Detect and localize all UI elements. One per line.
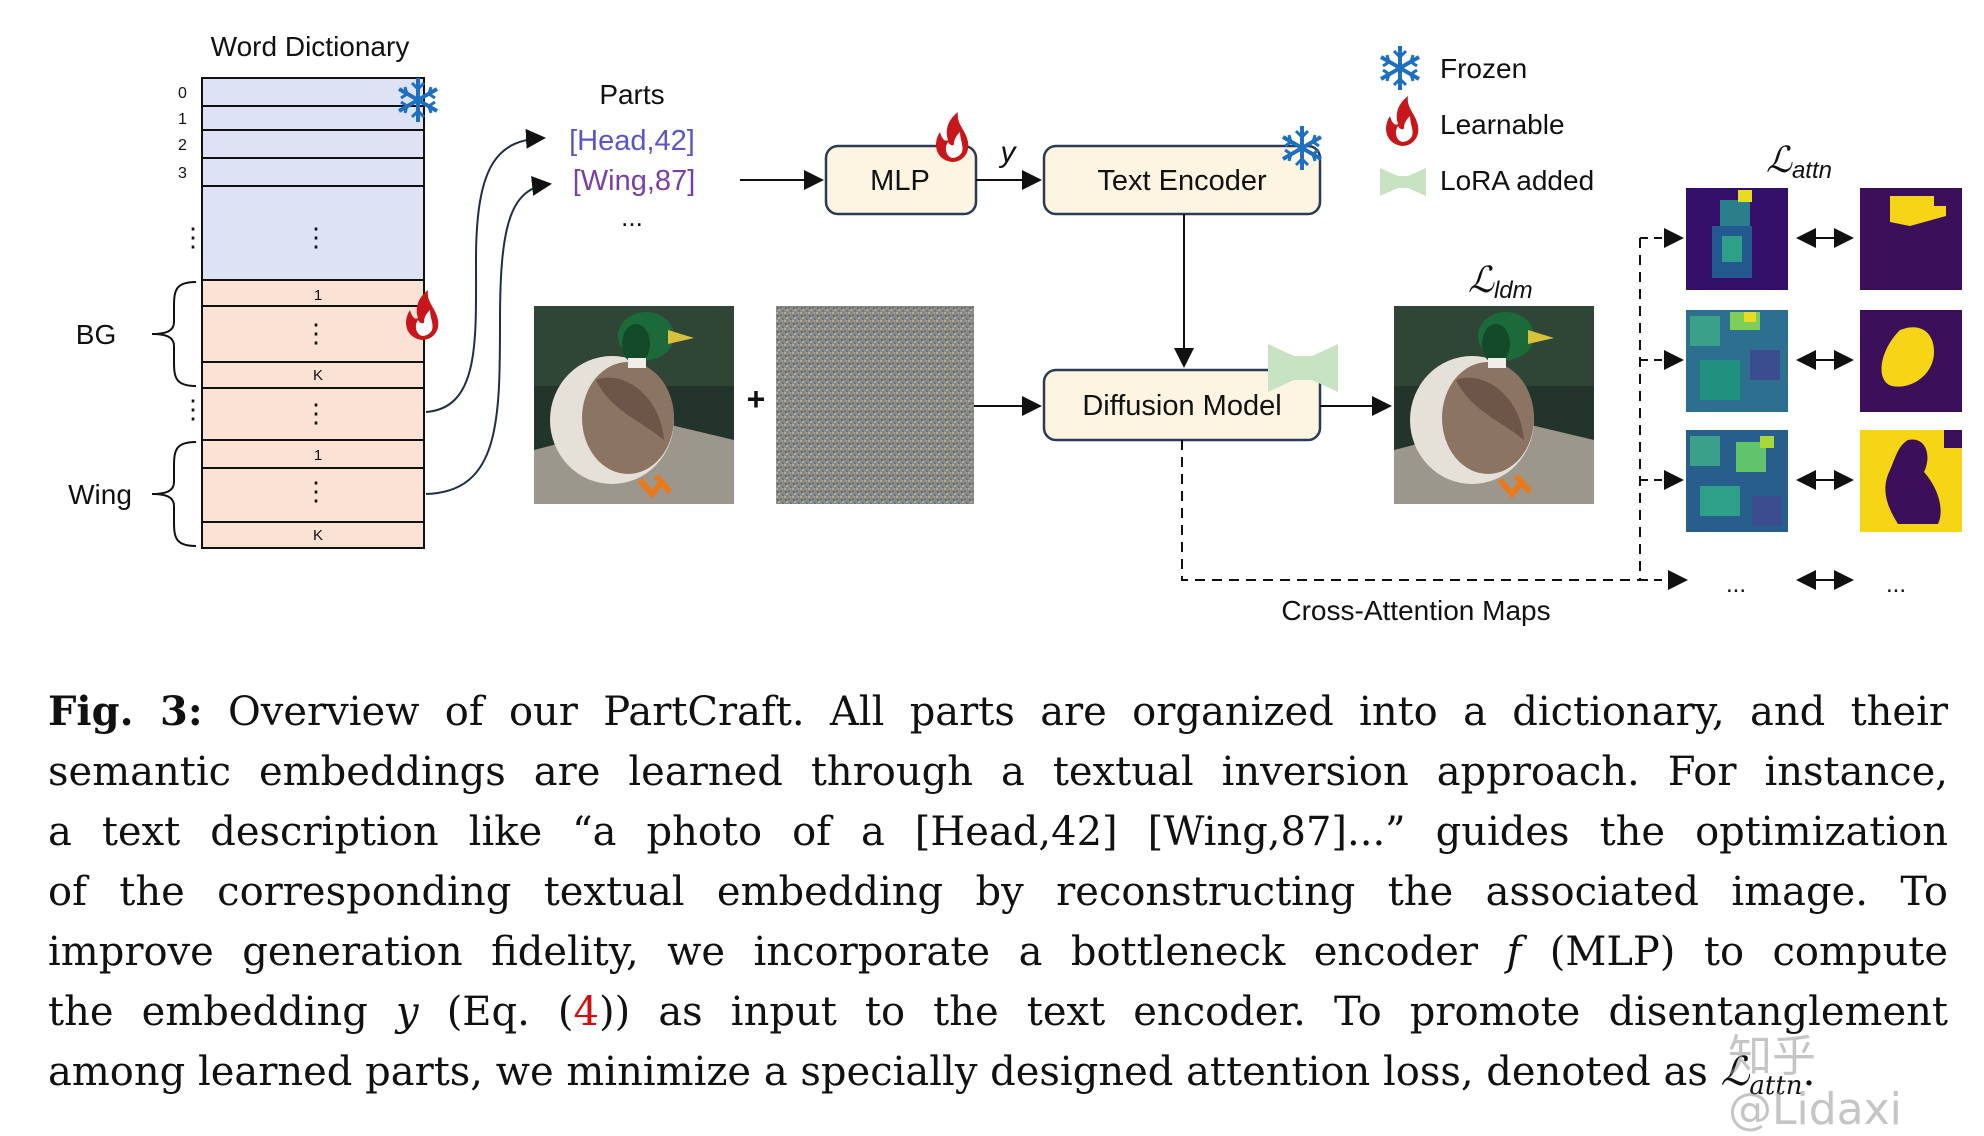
attn-loss-symbol: ℒattn (1766, 139, 1832, 184)
wing-vdots: ⋮ (303, 476, 329, 506)
cross-attention-dashed-line (1181, 440, 1640, 581)
part-mask-body (1860, 310, 1962, 412)
bg-k-last: K (313, 367, 323, 384)
left-vdots-mid: ⋮ (180, 394, 206, 424)
row-index-0: 0 (178, 85, 187, 102)
dictionary-title: Word Dictionary (211, 31, 410, 62)
attn-loss-inline: ℒattn (1720, 1049, 1803, 1101)
row-index-1: 1 (178, 111, 187, 128)
bg-k-first: 1 (314, 287, 322, 304)
map-ellipsis-left: ... (1726, 571, 1746, 598)
ldm-loss-symbol: ℒldm (1468, 259, 1533, 304)
output-duck-image (1394, 306, 1594, 504)
wing-brace (151, 441, 197, 547)
mlp-flame-icon (936, 112, 969, 162)
caption-line-2: semantic embeddings are learned through … (48, 749, 1948, 795)
wing-k-last: K (313, 527, 323, 544)
lora-icon (1268, 344, 1338, 392)
caption-text-1: Overview of our PartCraft. All parts are… (227, 689, 1948, 735)
row-index-3: 3 (178, 165, 187, 182)
input-duck-image (534, 306, 734, 504)
caption-line-7: among learned parts, we minimize a speci… (48, 1049, 1816, 1101)
text-encoder-label: Text Encoder (1097, 165, 1267, 197)
left-vdots-top: ⋮ (180, 222, 206, 252)
dict-vdots-blue: ⋮ (303, 222, 329, 252)
y-symbol: y (395, 989, 419, 1035)
y-label: y (999, 136, 1018, 169)
part-mask-bird (1860, 430, 1962, 532)
caption-line-1: Fig. 3: Overview of our PartCraft. All p… (48, 682, 1948, 742)
wing-label: Wing (68, 479, 132, 510)
watermark: 知乎 @Lidaxi (1728, 1031, 1902, 1135)
figure-diagram: Word Dictionary 0 1 2 3 ⋮ ⋮ 1 ⋮ K ⋮ ⋮ 1 … (68, 31, 1962, 626)
noise-image (776, 306, 974, 504)
mlp-label: MLP (870, 165, 930, 197)
part-mask-head (1860, 188, 1962, 290)
bg-label: BG (76, 319, 116, 350)
attention-map-2 (1686, 310, 1788, 412)
map-ellipsis-right: ... (1886, 571, 1906, 598)
caption-line-3: a text description like “a photo of a [H… (48, 809, 1948, 855)
legend-lora-icon (1380, 168, 1426, 196)
diffusion-model-label: Diffusion Model (1082, 390, 1281, 422)
part-wing: [Wing,87] (573, 165, 696, 197)
part-head: [Head,42] (569, 125, 695, 157)
caption-line-6: the embedding y (Eq. (4)) as input to th… (48, 989, 1948, 1035)
wing-k-first: 1 (314, 447, 322, 464)
attention-map-3 (1686, 430, 1788, 532)
plus-sign: + (747, 381, 766, 417)
parts-title: Parts (599, 79, 664, 110)
f-symbol: f (1506, 929, 1522, 975)
gap-vdots: ⋮ (303, 398, 329, 428)
word-dictionary (201, 77, 425, 549)
bg-brace (151, 281, 197, 387)
parts-ellipsis: ... (621, 202, 643, 232)
legend-frozen-label: Frozen (1440, 53, 1527, 84)
bg-vdots: ⋮ (303, 318, 329, 348)
text-encoder-box (1042, 144, 1322, 216)
legend-frozen-icon (1379, 44, 1421, 92)
legend-learnable-label: Learnable (1440, 109, 1565, 140)
figure-label: Fig. 3: (48, 688, 203, 735)
wing-to-parts-curve (425, 175, 552, 495)
cross-attention-label: Cross-Attention Maps (1281, 595, 1550, 626)
equation-reference-link[interactable]: 4 (573, 989, 599, 1035)
legend-lora-label: LoRA added (1440, 165, 1594, 196)
caption-line-4: of the corresponding textual embedding b… (48, 869, 1948, 915)
bg-to-parts-curve (425, 128, 546, 413)
figure-caption: Fig. 3: Overview of our PartCraft. All p… (48, 682, 1948, 1116)
legend-learnable-icon (1386, 96, 1419, 146)
attention-map-1 (1686, 188, 1788, 290)
caption-line-5: improve generation fidelity, we incorpor… (48, 929, 1949, 975)
row-index-2: 2 (178, 137, 187, 154)
